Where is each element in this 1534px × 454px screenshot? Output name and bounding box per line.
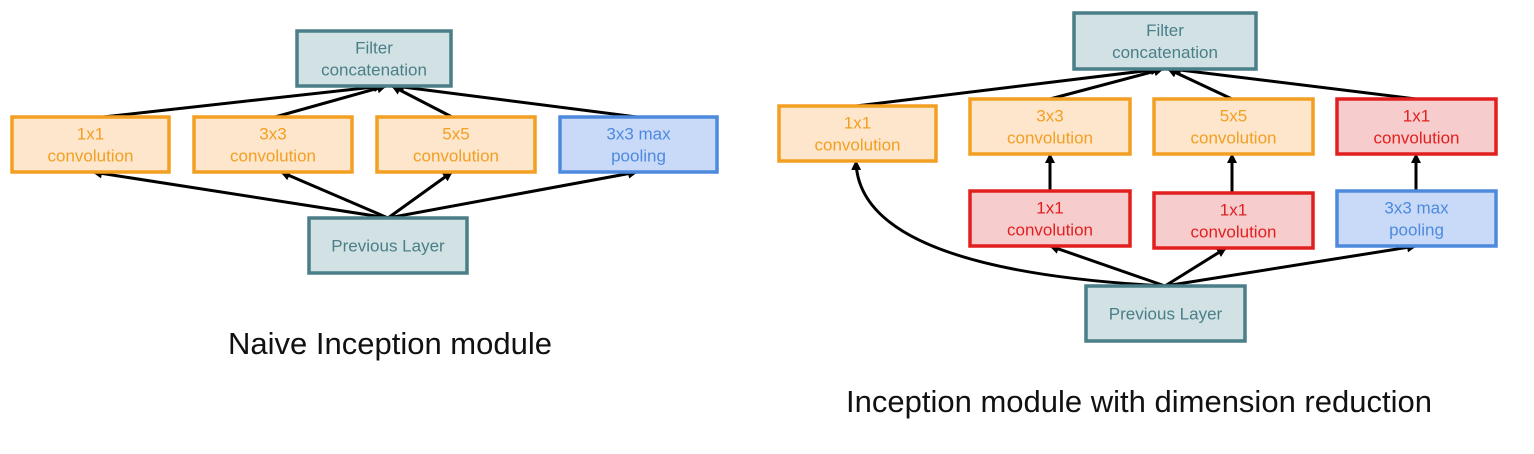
reduced-node-pool: 3x3 max pooling xyxy=(1335,189,1498,248)
naive-node-conv5-label-0: 5x5 xyxy=(442,125,469,144)
reduced-node-red5-label-0: 1x1 xyxy=(1220,201,1247,220)
reduced-node-poolproj-box xyxy=(1335,97,1498,156)
reduced-node-filter-label-0: Filter xyxy=(1146,21,1184,40)
reduced-node-conv5-label-0: 5x5 xyxy=(1220,107,1247,126)
reduced-edge-conv1-to-filter xyxy=(855,65,1161,108)
reduced-node-conv5-label-1: convolution xyxy=(1190,129,1276,148)
reduced-node-red5-box xyxy=(1152,191,1315,250)
naive-node-prev-box xyxy=(307,216,469,275)
naive-edge-conv1-to-filter xyxy=(102,82,384,119)
naive-node-conv3-box xyxy=(192,115,354,174)
naive-node-conv1-label-1: convolution xyxy=(47,147,133,166)
nodes-layer: Filter concatenation 1x1 convolution 3x3 conv… xyxy=(10,11,1498,343)
reduced-node-red3-label-1: convolution xyxy=(1007,221,1093,240)
edges-layer xyxy=(92,65,1421,288)
naive-edge-prev-to-conv5 xyxy=(387,170,453,220)
reduced-edge-prev-to-pool xyxy=(1164,242,1417,288)
reduced-node-conv1-label-0: 1x1 xyxy=(844,114,871,133)
reduced-node-red3-label-0: 1x1 xyxy=(1036,199,1063,218)
reduced-node-conv3-label-1: convolution xyxy=(1007,129,1093,148)
reduced-node-red3: 1x1 convolution xyxy=(968,189,1132,248)
naive-node-pool: 3x3 max pooling xyxy=(558,115,719,174)
reduced-node-poolproj-label-1: convolution xyxy=(1373,129,1459,148)
naive-node-pool-box xyxy=(558,115,719,174)
naive-edge-pool-to-filter xyxy=(394,82,638,119)
reduced-node-prev: Previous Layer xyxy=(1084,284,1247,343)
reduced-edge-prev-to-red5 xyxy=(1164,246,1227,288)
reduced-node-conv3-label-0: 3x3 xyxy=(1036,107,1063,126)
naive-node-pool-label-1: pooling xyxy=(611,147,666,166)
reduced-node-red5: 1x1 convolution xyxy=(1152,191,1315,250)
reduced-node-prev-box xyxy=(1084,284,1247,343)
naive-node-conv3-label-1: convolution xyxy=(230,147,316,166)
naive-node-prev: Previous Layer xyxy=(307,216,469,275)
naive-node-conv1-label-0: 1x1 xyxy=(77,125,104,144)
reduced-edge-prev-to-red3 xyxy=(1049,244,1166,288)
naive-caption: Naive Inception module xyxy=(228,326,552,361)
reduced-caption: Inception module with dimension reductio… xyxy=(846,384,1432,419)
reduced-node-conv1: 1x1 convolution xyxy=(777,104,938,163)
naive-node-conv3-label-0: 3x3 xyxy=(259,125,286,144)
naive-edge-prev-to-conv3 xyxy=(280,170,389,220)
reduced-node-pool-label-1: pooling xyxy=(1389,221,1444,240)
reduced-node-filter-label-1: concatenation xyxy=(1112,43,1218,62)
naive-node-conv1: 1x1 convolution xyxy=(10,115,171,174)
naive-node-conv5: 5x5 convolution xyxy=(375,115,537,174)
reduced-node-pool-box xyxy=(1335,189,1498,248)
reduced-node-conv3-box xyxy=(968,97,1132,156)
reduced-node-red5-label-1: convolution xyxy=(1190,223,1276,242)
reduced-node-prev-label-0: Previous Layer xyxy=(1109,305,1223,324)
reduced-node-conv5: 5x5 convolution xyxy=(1152,97,1315,156)
naive-node-prev-label-0: Previous Layer xyxy=(331,237,445,256)
naive-node-filter-label-1: concatenation xyxy=(321,61,427,80)
reduced-node-conv1-box xyxy=(777,104,938,163)
reduced-node-pool-label-0: 3x3 max xyxy=(1384,199,1449,218)
naive-edge-conv3-to-filter xyxy=(274,83,387,119)
reduced-node-filter: Filter concatenation xyxy=(1072,11,1258,71)
naive-node-conv3: 3x3 convolution xyxy=(192,115,354,174)
reduced-node-poolproj: 1x1 convolution xyxy=(1335,97,1498,156)
reduced-node-conv3: 3x3 convolution xyxy=(968,97,1132,156)
naive-node-filter-box xyxy=(295,29,453,88)
reduced-edge-conv3-to-filter xyxy=(1049,66,1164,101)
reduced-node-conv1-label-1: convolution xyxy=(814,136,900,155)
naive-node-conv1-box xyxy=(10,115,171,174)
naive-node-filter: Filter concatenation xyxy=(295,29,453,88)
naive-node-filter-label-0: Filter xyxy=(355,39,393,58)
naive-node-conv5-box xyxy=(375,115,537,174)
reduced-edge-poolproj-to-filter xyxy=(1171,65,1417,101)
naive-edge-prev-to-conv1 xyxy=(92,168,389,220)
reduced-edge-prev-to-conv1 xyxy=(851,160,1166,288)
reduced-node-conv5-box xyxy=(1152,97,1315,156)
naive-node-pool-label-0: 3x3 max xyxy=(606,125,671,144)
reduced-node-red3-box xyxy=(968,189,1132,248)
reduced-node-poolproj-label-0: 1x1 xyxy=(1403,107,1430,126)
reduced-node-filter-box xyxy=(1072,11,1258,71)
naive-edge-prev-to-pool xyxy=(387,168,638,220)
naive-node-conv5-label-1: convolution xyxy=(413,147,499,166)
